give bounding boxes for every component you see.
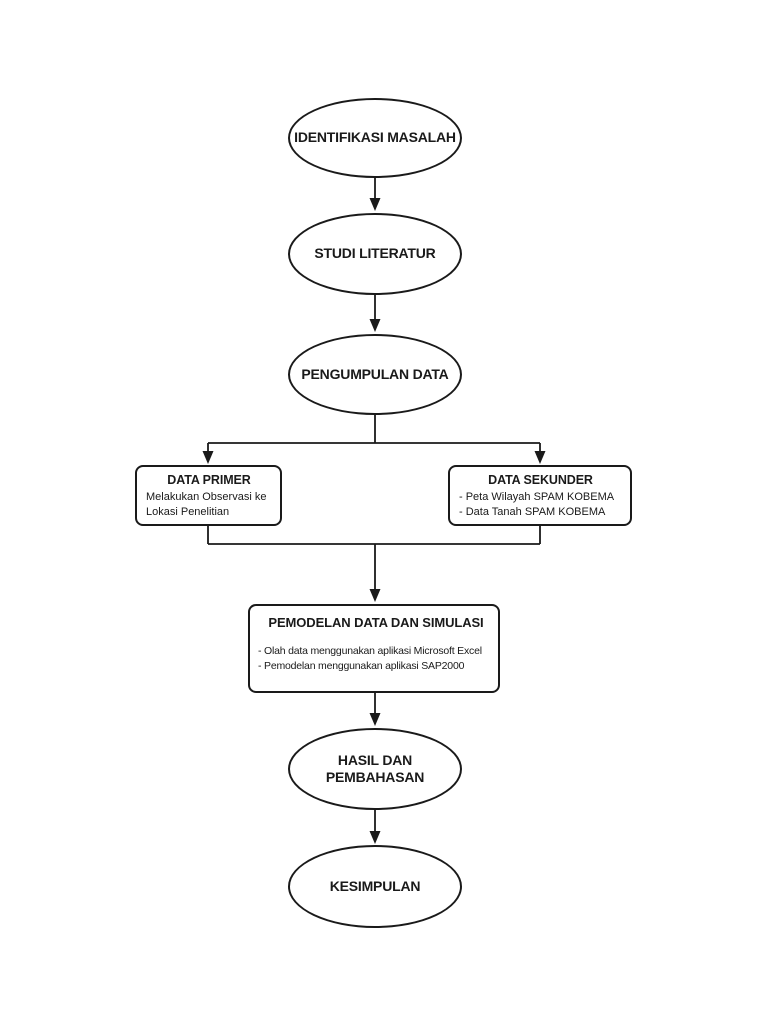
node-hasil-line1: HASIL DAN (337, 751, 413, 768)
node-data-sekunder-body: - Peta Wilayah SPAM KOBEMA - Data Tanah … (459, 490, 622, 520)
node-data-sekunder: DATA SEKUNDER - Peta Wilayah SPAM KOBEMA… (448, 465, 632, 526)
node-data-sekunder-line1: - Peta Wilayah SPAM KOBEMA (459, 491, 615, 503)
node-identifikasi-masalah: IDENTIFIKASI MASALAH (288, 98, 462, 178)
node-pemodelan-title: PEMODELAN DATA DAN SIMULASI (268, 615, 484, 630)
arrowhead-pemodelan (369, 589, 381, 602)
node-identifikasi-masalah-label: IDENTIFIKASI MASALAH (294, 129, 456, 146)
node-pemodelan-body: - Olah data menggunakan aplikasi Microso… (258, 644, 494, 674)
node-data-primer-title: DATA PRIMER (167, 473, 251, 487)
node-hasil-line2: PEMBAHASAN (325, 769, 425, 785)
node-data-primer: DATA PRIMER Melakukan Observasi ke Lokas… (135, 465, 282, 526)
connector-merge (207, 526, 541, 591)
node-hasil-dan-pembahasan: HASIL DAN PEMBAHASAN (288, 728, 462, 810)
node-pemodelan-data-dan-simulasi: PEMODELAN DATA DAN SIMULASI - Olah data … (248, 604, 500, 693)
node-studi-literatur-label: STUDI LITERATUR (314, 245, 436, 262)
arrowhead-data-primer (202, 451, 214, 464)
node-kesimpulan-label: KESIMPULAN (329, 877, 421, 894)
node-data-primer-line2: Lokasi Penelitian (146, 505, 230, 518)
node-kesimpulan: KESIMPULAN (288, 845, 462, 928)
connector-split (207, 415, 541, 453)
node-data-primer-line1: Melakukan Observasi ke (146, 491, 267, 503)
node-studi-literatur: STUDI LITERATUR (288, 213, 462, 295)
node-pemodelan-line2: - Pemodelan menggunakan aplikasi SAP2000 (258, 660, 465, 673)
arrowhead-data-sekunder (534, 451, 546, 464)
node-pengumpulan-data: PENGUMPULAN DATA (288, 334, 462, 415)
node-data-sekunder-title: DATA SEKUNDER (488, 473, 593, 487)
arrowhead-pengumpulan (369, 319, 381, 332)
node-data-primer-body: Melakukan Observasi ke Lokasi Penelitian (146, 490, 272, 520)
arrowhead-studi (369, 198, 381, 211)
node-pemodelan-line1: - Olah data menggunakan aplikasi Microso… (258, 645, 482, 657)
node-pengumpulan-data-label: PENGUMPULAN DATA (301, 365, 449, 382)
arrowhead-hasil (369, 713, 381, 726)
arrowhead-kesimpulan (369, 831, 381, 844)
node-data-sekunder-line2: - Data Tanah SPAM KOBEMA (459, 505, 606, 518)
